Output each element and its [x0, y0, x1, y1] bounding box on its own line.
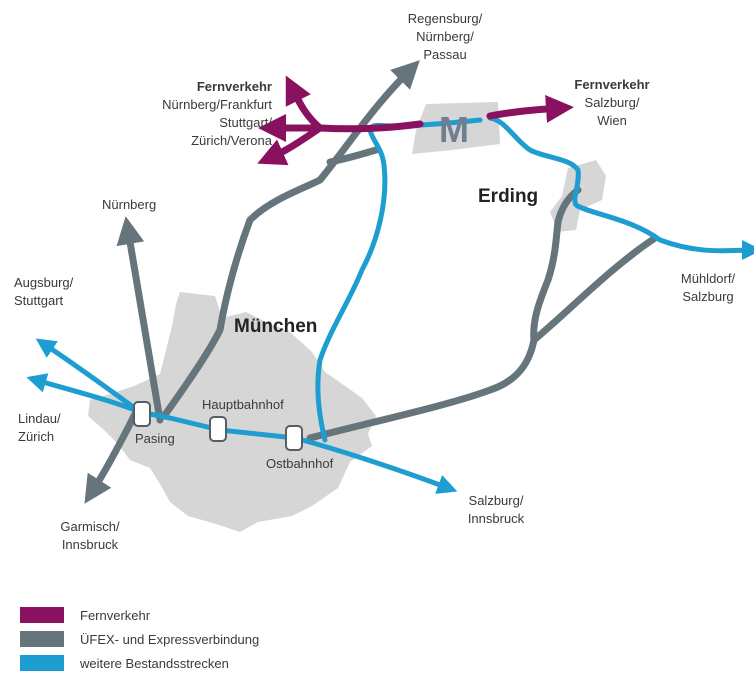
- legend-label-uefex: ÜFEX- und Expressverbindung: [80, 631, 260, 647]
- destination-lindau: Lindau/ Zürich: [18, 410, 61, 446]
- uefex-line-airport-link: [326, 146, 380, 166]
- station-label-ostbahnhof: Ostbahnhof: [266, 456, 334, 471]
- destination-regensburg-line-3: Passau: [423, 47, 467, 62]
- legend-item-bestand: weitere Bestandsstrecken: [20, 651, 259, 675]
- destination-muehldorf-line-2: Salzburg: [682, 289, 734, 304]
- uefex-line-muehldorf: [530, 234, 659, 344]
- uefex-line-regensburg: [160, 60, 420, 420]
- bestand-line-lindau: [26, 373, 143, 415]
- fernverkehr-west-line-2: Stuttgart/: [219, 115, 272, 130]
- destination-regensburg-line-2: Nürnberg/: [416, 29, 474, 44]
- legend-item-fernverkehr: Fernverkehr: [20, 603, 259, 627]
- uefex-line-east-trunk: [306, 336, 538, 442]
- fernverkehr-east-title: Fernverkehr: [574, 77, 650, 92]
- destination-lindau-line-1: Lindau/: [18, 411, 61, 426]
- fern-east: [486, 94, 574, 123]
- station-markers: [133, 401, 303, 451]
- city-label-erding: Erding: [478, 186, 539, 207]
- destination-garmisch: Garmisch/ Innsbruck: [40, 518, 140, 554]
- fernverkehr-lines: [257, 75, 574, 166]
- destination-lindau-line-2: Zürich: [18, 429, 55, 444]
- destination-regensburg-line-1: Regensburg/: [407, 11, 483, 26]
- legend-swatch-uefex: [20, 631, 64, 647]
- fernverkehr-west-title: Fernverkehr: [196, 79, 272, 94]
- destination-augsburg: Augsburg/ Stuttgart: [14, 274, 73, 310]
- station-label-hauptbahnhof: Hauptbahnhof: [202, 397, 284, 412]
- airport-area: [412, 102, 500, 154]
- legend-label-bestand: weitere Bestandsstrecken: [80, 655, 229, 671]
- fernverkehr-west-line-1: Nürnberg/Frankfurt: [162, 97, 272, 112]
- bestand-line-airport-east: [487, 115, 754, 261]
- fernverkehr-east-label: Fernverkehr Salzburg/ Wien: [562, 76, 662, 130]
- legend-label-fernverkehr: Fernverkehr: [80, 607, 151, 623]
- uefex-line-garmisch: [84, 408, 140, 504]
- destination-salzburg-innsbruck-line-1: Salzburg/: [468, 493, 524, 508]
- destination-nuernberg: Nürnberg: [102, 197, 157, 212]
- legend-swatch-bestand: [20, 655, 64, 671]
- station-label-pasing: Pasing: [135, 431, 175, 446]
- station-marker-ostbahnhof: [285, 425, 303, 451]
- bestand-line-salzburg: [292, 435, 458, 494]
- destination-garmisch-line-1: Garmisch/: [60, 519, 120, 534]
- legend-swatch-fernverkehr: [20, 607, 64, 623]
- bestand-main-trunk: [137, 409, 298, 441]
- destination-augsburg-line-1: Augsburg/: [14, 275, 74, 290]
- destination-muehldorf: Mühldorf/ Salzburg: [668, 270, 748, 306]
- city-label-muenchen: München: [234, 316, 318, 337]
- uefex-line-erding: [530, 186, 582, 344]
- bestand-lines: [26, 115, 754, 494]
- fern-main: [258, 114, 424, 142]
- legend-item-uefex: ÜFEX- und Expressverbindung: [20, 627, 259, 651]
- fernverkehr-west-label: Fernverkehr Nürnberg/Frankfurt Stuttgart…: [142, 78, 272, 150]
- fernverkehr-east-line-2: Wien: [597, 113, 627, 128]
- destination-regensburg: Regensburg/ Nürnberg/ Passau: [395, 10, 495, 64]
- destination-garmisch-line-2: Innsbruck: [61, 537, 119, 552]
- fern-branch-north: [285, 75, 324, 132]
- uefex-line-nuernberg: [116, 216, 164, 424]
- airport-m-logo: M: [439, 109, 469, 150]
- uefex-lines: [84, 60, 659, 504]
- destination-salzburg-innsbruck-line-2: Innsbruck: [467, 511, 525, 526]
- fern-branch-south: [257, 124, 324, 166]
- station-marker-pasing: [133, 401, 151, 427]
- destination-muehldorf-line-1: Mühldorf/: [680, 271, 736, 286]
- bestand-line-augsburg: [35, 338, 143, 415]
- map-legend: Fernverkehr ÜFEX- und Expressverbindung …: [20, 603, 259, 675]
- destination-augsburg-line-2: Stuttgart: [14, 293, 64, 308]
- fernverkehr-west-line-3: Zürich/Verona: [191, 133, 272, 148]
- muenchen-city-area: [88, 292, 376, 532]
- station-marker-hauptbahnhof: [209, 416, 227, 442]
- destination-salzburg-innsbruck: Salzburg/ Innsbruck: [446, 492, 546, 528]
- fernverkehr-east-line-1: Salzburg/: [584, 95, 640, 110]
